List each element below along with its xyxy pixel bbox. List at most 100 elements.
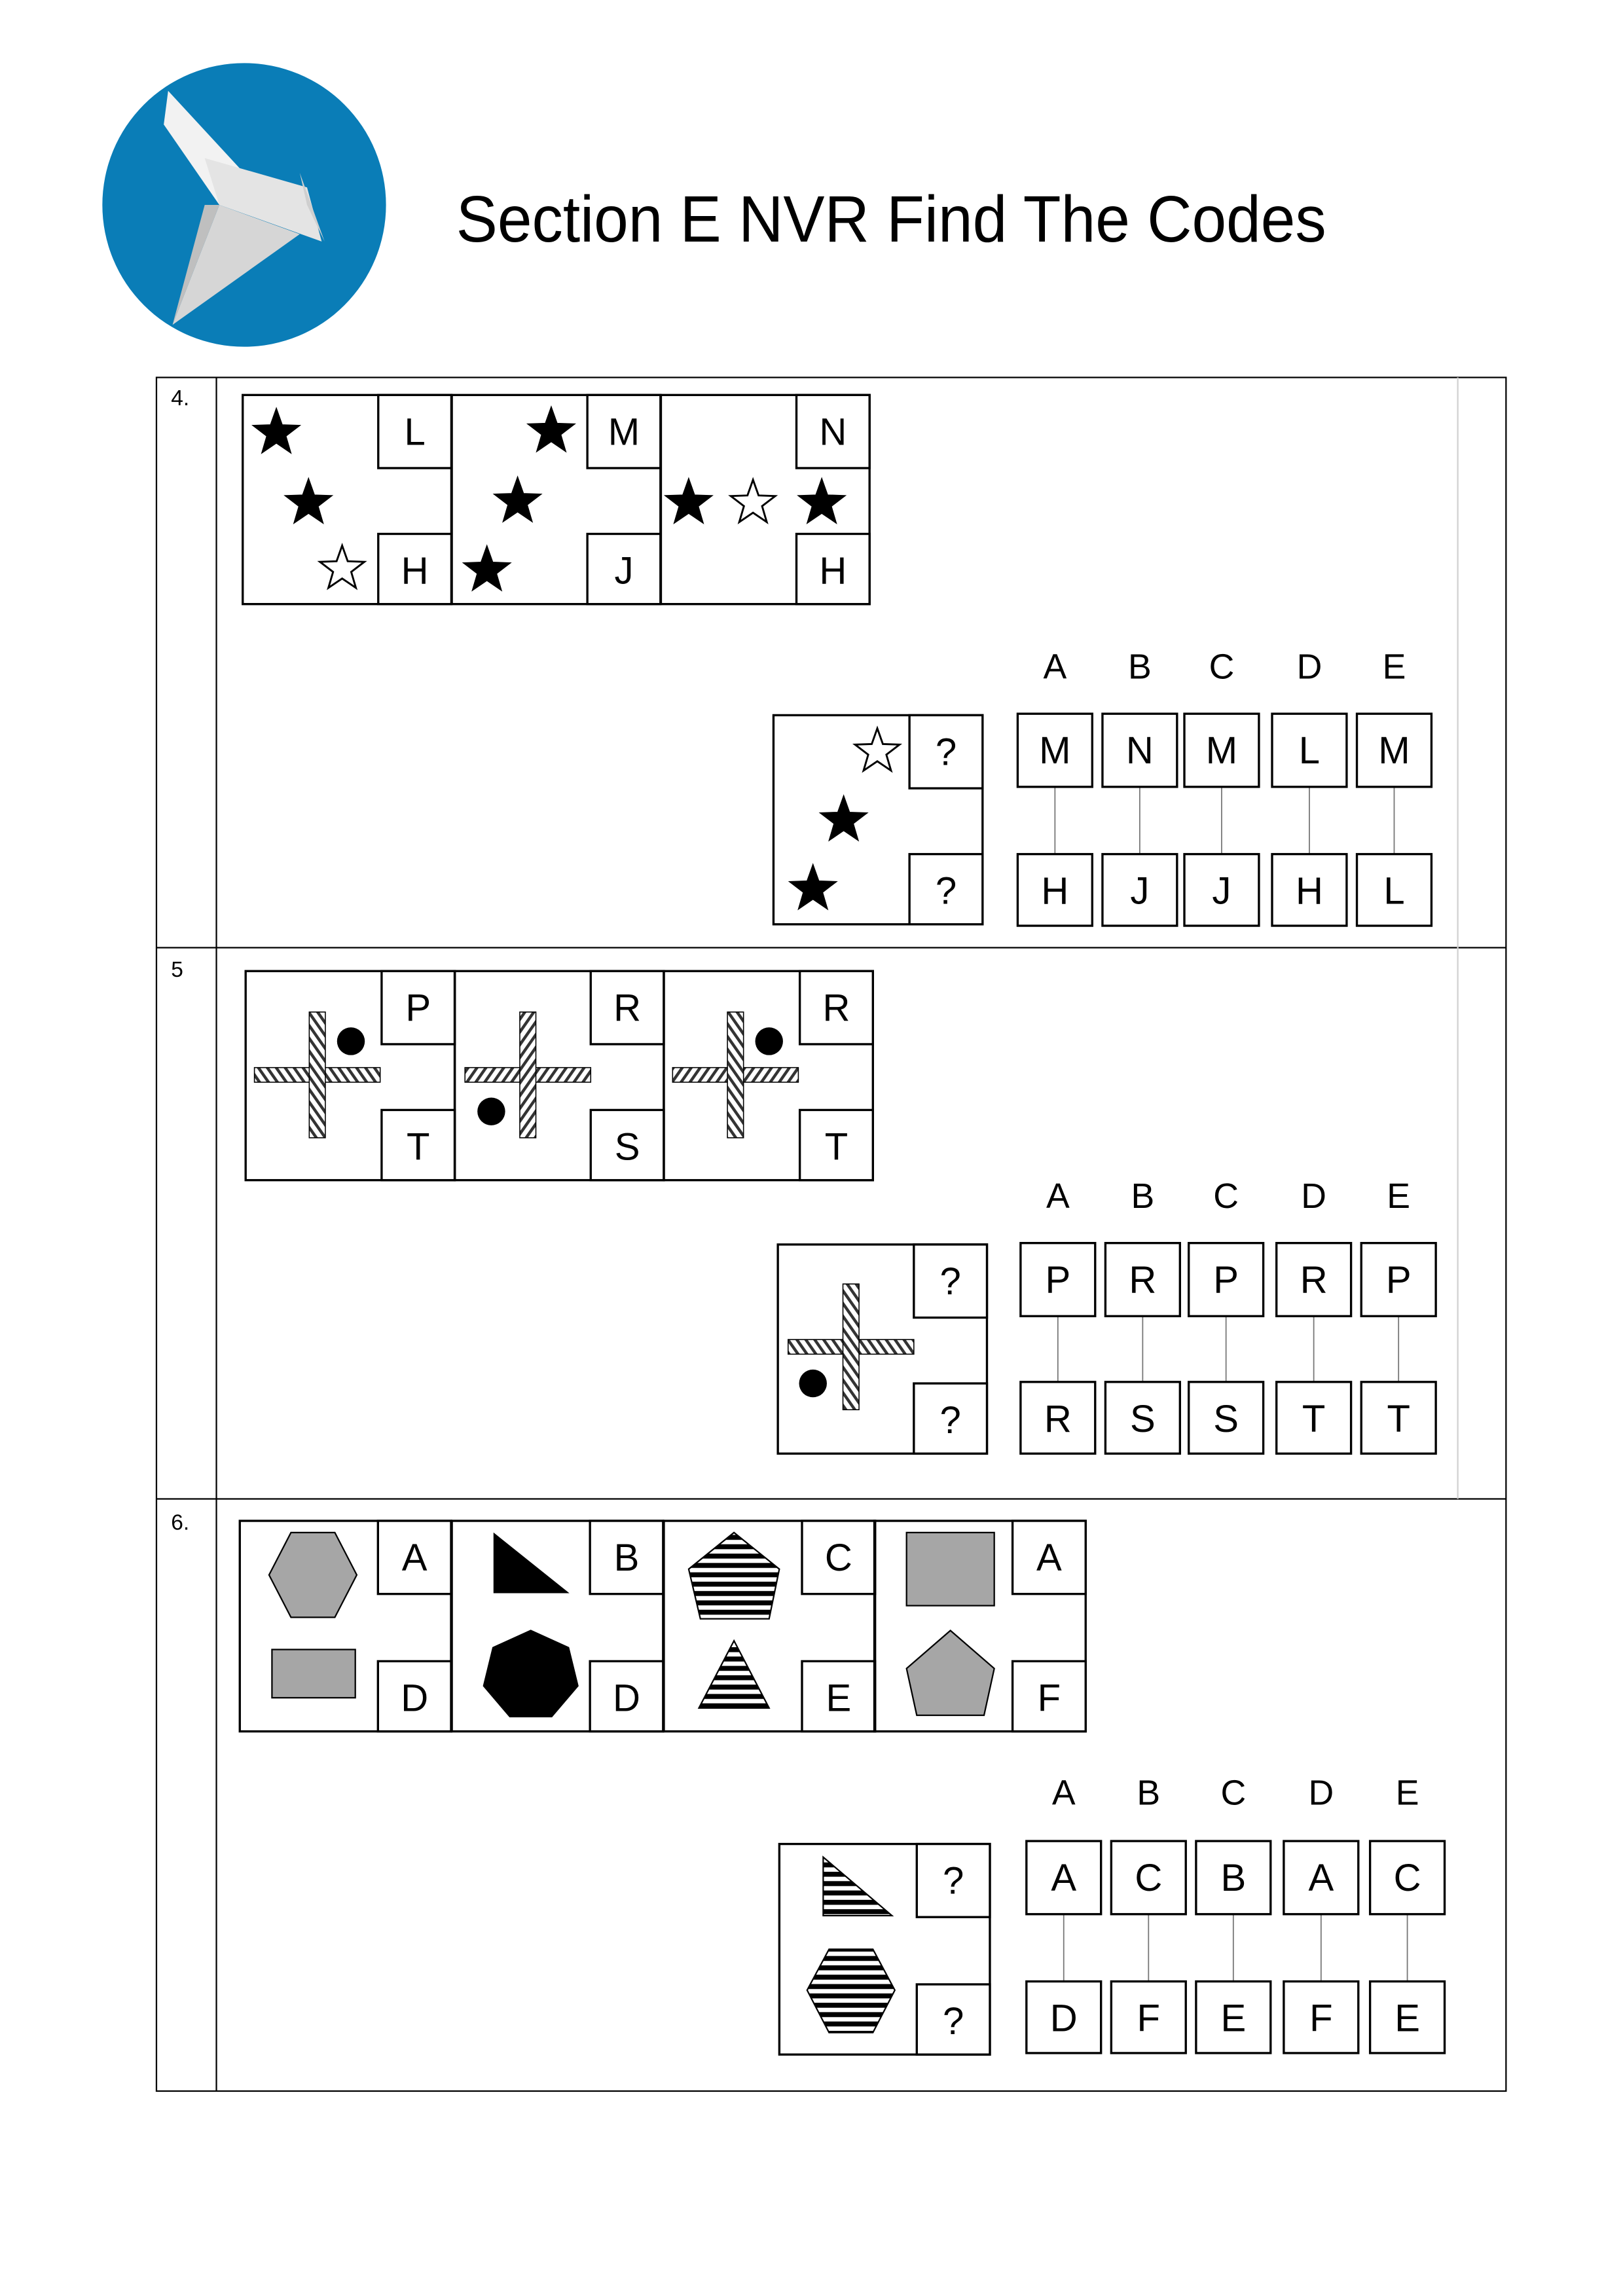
hatched-cross-vertical-bar: [727, 1011, 744, 1139]
option-code-top: C: [1394, 1857, 1421, 1899]
black-dot-icon: [799, 1369, 827, 1398]
option-code-top: R: [1300, 1259, 1328, 1302]
code-letter-top: R: [823, 987, 850, 1029]
option-box-bottom: [1101, 852, 1178, 927]
code-letter-bottom: F: [1038, 1677, 1061, 1719]
code-letter-bottom: D: [613, 1677, 640, 1719]
option-label: B: [1128, 647, 1152, 687]
origami-dove-logo: [102, 63, 386, 347]
example-panels: PT R S RT: [244, 970, 874, 1182]
option-box-top: [1368, 1840, 1446, 1916]
option-code-bottom: E: [1395, 1997, 1420, 2039]
option-label: C: [1209, 647, 1235, 687]
striped-hexagon-icon: [806, 1948, 896, 2033]
striped-triangle-icon: [697, 1639, 771, 1709]
answer-option-d: DRT: [1275, 1176, 1353, 1455]
black-dot-icon: [337, 1027, 365, 1055]
option-box-bottom: [1019, 1381, 1097, 1455]
black-right-triangle-icon: [493, 1532, 570, 1594]
option-box-top: [1016, 712, 1093, 788]
option-code-top: C: [1135, 1857, 1162, 1899]
answer-option-b: BRS: [1104, 1176, 1181, 1455]
hatched-cross-vertical-bar: [308, 1011, 326, 1139]
code-letter-bottom: S: [615, 1125, 640, 1168]
option-code-top: R: [1129, 1259, 1156, 1302]
black-dot-icon: [755, 1027, 783, 1055]
example-panel: PT: [244, 970, 456, 1182]
option-box-bottom: [1275, 1381, 1353, 1455]
answer-option-e: EML: [1355, 647, 1433, 927]
dove-head-icon: [299, 172, 325, 242]
panel-frame: [873, 1520, 1087, 1733]
example-panel: CE: [663, 1520, 877, 1733]
answer-option-d: DLH: [1271, 647, 1348, 927]
code-box-bottom: [589, 1660, 665, 1733]
option-label: C: [1213, 1176, 1239, 1216]
option-box-bottom: [1271, 852, 1348, 927]
option-box-top: [1104, 1241, 1181, 1318]
question-number: 4.: [171, 386, 189, 410]
option-box-bottom: [1355, 852, 1433, 927]
option-label: E: [1387, 1176, 1410, 1216]
question-number: 6.: [171, 1510, 189, 1535]
answer-option-a: AAD: [1025, 1773, 1103, 2054]
example-panel: RT: [663, 970, 874, 1182]
panel-frame: [663, 970, 874, 1182]
code-letter-top: P: [405, 987, 431, 1029]
option-code-top: M: [1206, 729, 1237, 772]
option-label: C: [1220, 1773, 1246, 1812]
filled-star-icon: [526, 405, 577, 453]
outline-star-icon: [852, 725, 903, 773]
option-box-bottom: [1025, 1980, 1103, 2054]
option-label: B: [1137, 1773, 1160, 1812]
code-letter-top: B: [614, 1537, 640, 1579]
filled-star-icon: [797, 477, 847, 524]
question-number: 5: [171, 958, 183, 982]
outline-star-icon: [728, 477, 778, 524]
code-box-bottom: [801, 1660, 877, 1733]
question-panel: ??: [778, 1842, 991, 2056]
filled-star-icon: [788, 863, 838, 911]
code-letter-bottom: H: [401, 549, 429, 592]
panel-frame: [772, 714, 984, 926]
code-box-top: [376, 1520, 452, 1595]
code-box-top: [586, 393, 662, 469]
code-box-top: [798, 970, 874, 1046]
option-box-bottom: [1188, 1381, 1265, 1455]
filled-star-icon: [818, 794, 869, 842]
code-letter-bottom: J: [614, 549, 633, 592]
code-box-bottom: [1011, 1660, 1087, 1733]
option-box-bottom: [1016, 852, 1093, 927]
code-box-bottom: [908, 852, 984, 926]
option-box-top: [1101, 712, 1178, 788]
example-panel: NH: [659, 393, 871, 606]
answer-option-c: CMJ: [1183, 647, 1260, 927]
code-letter-top: N: [819, 410, 847, 453]
code-letter-top: L: [404, 410, 425, 453]
option-label: D: [1297, 647, 1322, 687]
option-box-bottom: [1360, 1381, 1437, 1455]
panel-frame: [776, 1243, 989, 1455]
hatched-cross-vertical-bar: [519, 1011, 537, 1139]
option-code-bottom: S: [1130, 1398, 1156, 1440]
option-box-top: [1195, 1840, 1272, 1916]
answer-option-c: CBE: [1195, 1773, 1272, 2054]
option-code-bottom: H: [1296, 870, 1323, 913]
filled-star-icon: [462, 544, 512, 592]
option-code-bottom: E: [1220, 1997, 1246, 2039]
option-box-top: [1019, 1241, 1097, 1318]
panel-frame: [778, 1842, 991, 2056]
code-letter-bottom: H: [819, 549, 847, 592]
option-code-bottom: J: [1130, 870, 1149, 913]
option-box-bottom: [1110, 1980, 1187, 2054]
code-letter-top: ?: [936, 731, 957, 773]
code-box-top: [1011, 1520, 1087, 1595]
code-letter-top: C: [825, 1537, 852, 1579]
option-code-top: A: [1308, 1857, 1334, 1899]
option-label: D: [1308, 1773, 1334, 1812]
